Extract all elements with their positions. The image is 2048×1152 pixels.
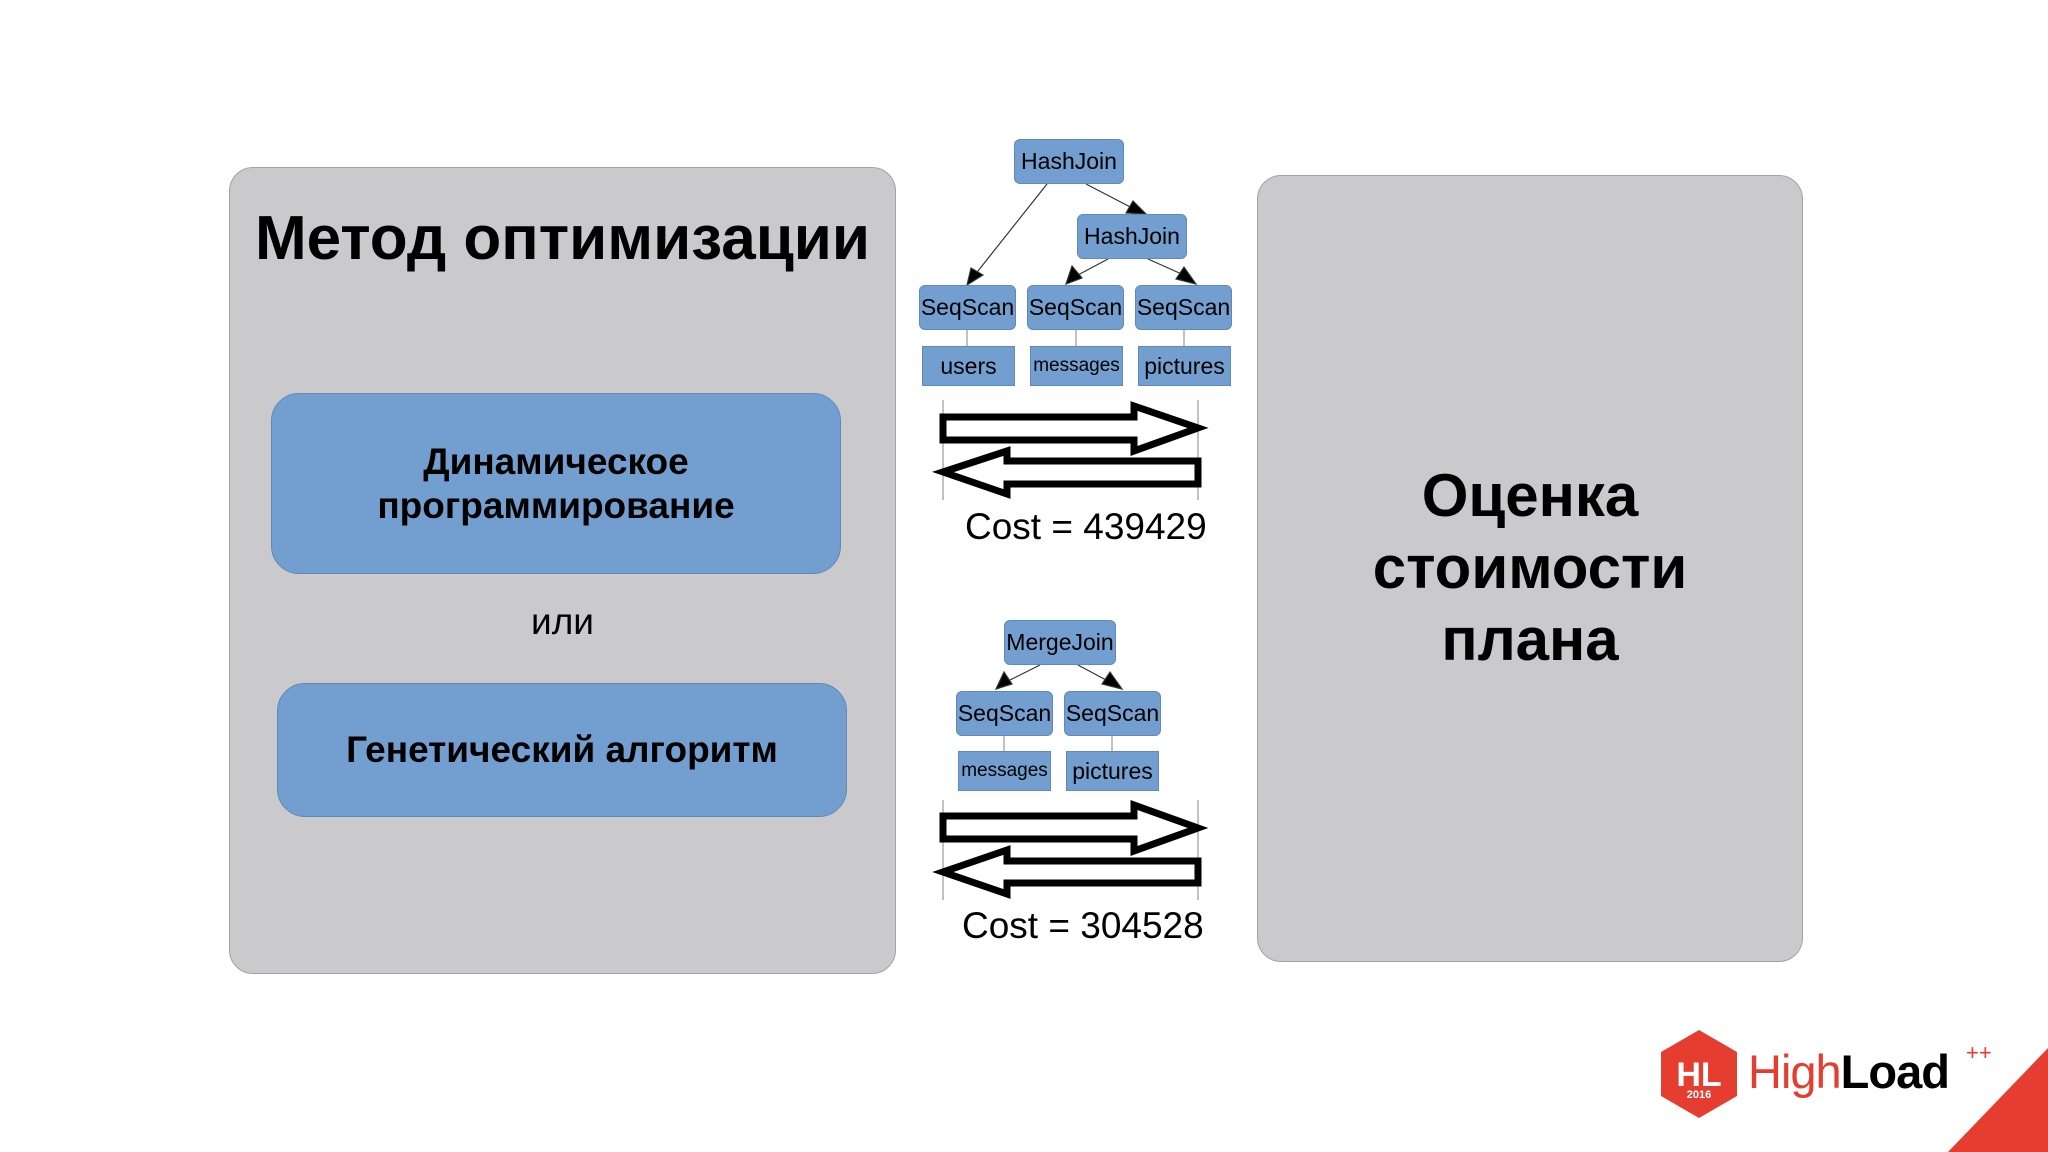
logo-name-bold: Load [1840, 1045, 1950, 1098]
plan-cost-title-line3: плана [1441, 606, 1619, 673]
plan-cost-title-line1: Оценка [1421, 462, 1639, 529]
plan1-inner-hashjoin: HashJoin [1077, 214, 1187, 259]
dp-label-line2: программирование [377, 484, 735, 526]
plan-cost-title: Оценка стоимости плана [1257, 460, 1803, 676]
arrowhead-merge-messages [994, 670, 1013, 690]
plan1-seqscan-users: SeqScan [919, 285, 1016, 330]
arrowhead-merge-pictures [1101, 670, 1124, 690]
plan1-table-messages: messages [1030, 346, 1123, 386]
plan2-root-mergejoin: MergeJoin [1004, 620, 1116, 665]
arrowhead-inner [1124, 200, 1148, 215]
optimization-method-title: Метод оптимизации [254, 204, 871, 273]
plan-cost-panel [1257, 175, 1803, 962]
plan2-cost: Cost = 304528 [962, 905, 1204, 946]
plan2-table-pictures: pictures [1066, 751, 1159, 791]
plan2-seqscan-messages: SeqScan [956, 691, 1053, 736]
arrow-left-1 [932, 446, 1202, 499]
arrow-right-1 [939, 401, 1209, 456]
edge-root-to-inner [1085, 183, 1137, 211]
highload-logo-text: HighLoad [1748, 1044, 1950, 1099]
logo-year: 2016 [1686, 1089, 1712, 1101]
logo-superscript: ++ [1966, 1040, 1992, 1065]
edge-merge-to-messages [1009, 664, 1041, 681]
arrow-left-2 [932, 845, 1202, 899]
edge-inner-to-messages [1075, 258, 1109, 277]
arrow-right-2 [939, 800, 1209, 856]
plan1-cost: Cost = 439429 [965, 506, 1207, 547]
plan1-seqscan-pictures: SeqScan [1135, 285, 1232, 330]
plan1-table-pictures: pictures [1138, 346, 1231, 386]
plan2-seqscan-pictures: SeqScan [1064, 691, 1161, 736]
dp-label-line1: Динамическое [423, 440, 689, 482]
plan1-table-users: users [922, 346, 1015, 386]
genetic-algorithm-box: Генетический алгоритм [277, 683, 847, 817]
edge-root-to-users [973, 183, 1048, 277]
ga-label: Генетический алгоритм [346, 729, 778, 770]
edge-merge-to-pictures [1077, 664, 1107, 681]
arrowhead-messages [1065, 264, 1084, 286]
plan-cost-title-line2: стоимости [1372, 534, 1688, 601]
corner-triangle-icon [1948, 1048, 2048, 1152]
logo-hex-text: HL [1676, 1056, 1722, 1094]
or-label: или [531, 601, 594, 642]
dynamic-programming-box: Динамическое программирование [271, 393, 841, 574]
plan2-table-messages: messages [958, 751, 1051, 791]
logo-name-light: High [1748, 1045, 1842, 1098]
plan1-root-hashjoin: HashJoin [1014, 139, 1124, 184]
logo-hexagon-icon [1661, 1030, 1737, 1118]
arrowhead-users [966, 267, 985, 287]
plan1-seqscan-messages: SeqScan [1027, 285, 1124, 330]
arrowhead-pictures [1175, 265, 1198, 285]
